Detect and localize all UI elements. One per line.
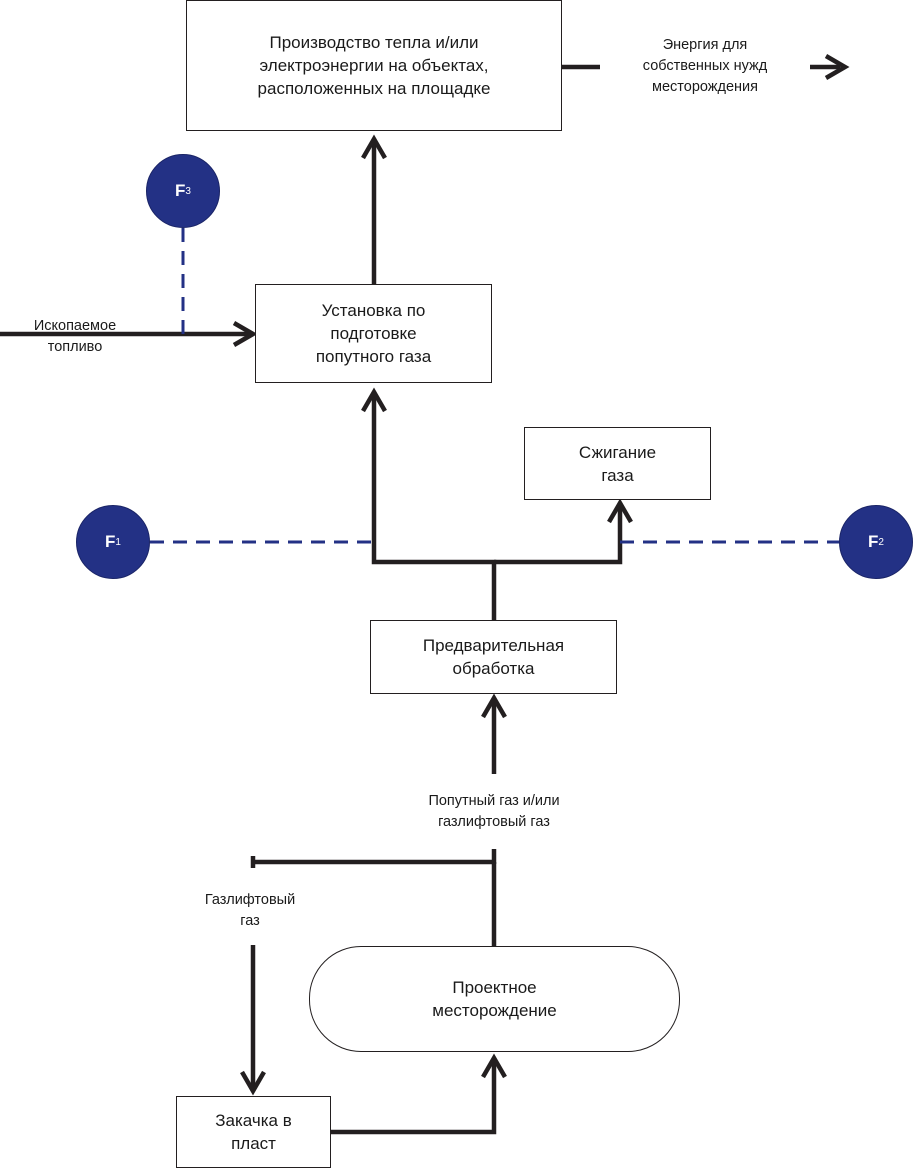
field-box: Проектное месторождение [309,946,680,1052]
gas-processing-text: Установка по подготовке попутного газа [315,301,432,366]
injection-text: Закачка в пласт [215,1111,292,1153]
split-to-processing-arrowhead [361,387,387,413]
pretreatment-box: Предварительная обработка [370,620,617,694]
gaslift-to-injection-arrowhead [240,1070,266,1096]
f1-letter: F [105,532,116,551]
injection-box: Закачка в пласт [176,1096,331,1168]
energy-own-needs-label: Энергия для собственных нужд месторожден… [642,37,768,95]
f2-letter: F [868,532,879,551]
fossil-fuel-arrowhead [232,321,258,347]
fossil-fuel-label: Ископаемое топливо [33,318,117,355]
split-to-flaring-line [494,505,623,565]
split-to-flaring-arrowhead [607,498,633,524]
split-to-processing-line [371,396,497,620]
field-text: Проектное месторождение [432,978,557,1020]
processing-to-production-arrowhead [361,134,387,160]
flaring-box: Сжигание газа [524,427,711,500]
gas-to-pretreatment-arrowhead [481,693,507,719]
gas-processing-box: Установка по подготовке попутного газа [255,284,492,383]
gaslift-gas-label: Газлифтовый газ [204,892,296,929]
f3-index: 3 [185,185,191,197]
injection-to-field-arrowhead [481,1053,507,1079]
flaring-text: Сжигание газа [578,442,657,485]
injection-to-field-line [331,1061,497,1135]
f1-index: 1 [115,536,121,548]
production-box: Производство тепла и/или электроэнергии … [186,0,562,131]
f3-letter: F [175,181,186,200]
production-text: Производство тепла и/или электроэнергии … [257,33,491,98]
energy-arrow-head [824,54,850,80]
pretreatment-text: Предварительная обработка [422,636,565,678]
associated-gas-label: Попутный газ и/или газлифтовый газ [428,793,560,830]
f2-index: 2 [878,536,884,548]
